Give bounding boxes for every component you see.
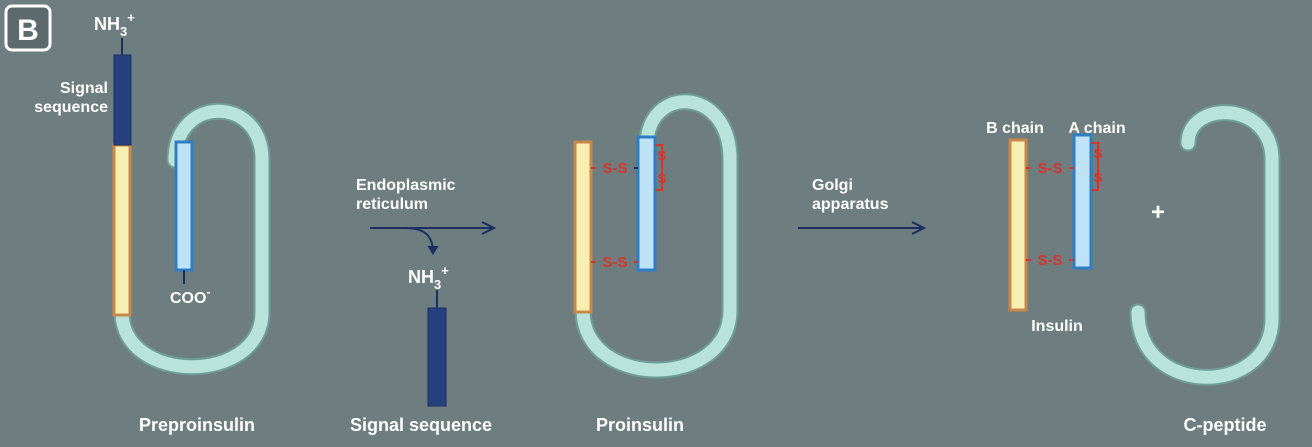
proinsulin-intra-s-bottom: S xyxy=(658,171,667,186)
preproinsulin-molecule: NH3+ Signal sequence COO- Preproinsulin xyxy=(34,10,271,435)
insulin-molecule: B chain A chain S-S S-S S S Insulin xyxy=(986,120,1126,335)
golgi-arrow-head xyxy=(911,221,927,235)
c-peptide-fragment: C-peptide xyxy=(1129,104,1281,435)
proinsulin-intra-s-top: S xyxy=(658,148,667,163)
b-chain-label: B chain xyxy=(986,120,1044,137)
proinsulin-a-chain-bar xyxy=(636,135,657,272)
golgi-label-line2: apparatus xyxy=(812,196,889,213)
n-terminus-label: NH3+ xyxy=(94,10,135,39)
er-branch-arrow-head xyxy=(427,245,439,255)
panel-letter: B xyxy=(17,14,39,47)
proinsulin-c-peptide-loop xyxy=(576,95,737,377)
proinsulin-label: Proinsulin xyxy=(596,415,684,435)
a-chain-label: A chain xyxy=(1068,120,1125,137)
proinsulin-intra-bracket xyxy=(655,144,663,191)
insulin-a-chain-bar xyxy=(1072,133,1093,270)
insulin-disulfide-2: S-S xyxy=(1037,252,1062,269)
er-arrow-head xyxy=(481,221,497,235)
preproinsulin-label: Preproinsulin xyxy=(139,415,255,435)
signal-sequence-label-line1: Signal xyxy=(60,80,108,97)
signal-sequence-label-line2: sequence xyxy=(34,99,108,116)
b-chain-bar xyxy=(112,143,132,317)
released-signal-sequence-bar xyxy=(427,307,447,407)
c-peptide-loop xyxy=(115,104,269,374)
signal-sequence-bar xyxy=(113,54,132,146)
plus-sign: + xyxy=(1151,199,1165,226)
insulin-disulfide-1: S-S xyxy=(1037,160,1062,177)
proinsulin-b-chain-bar xyxy=(573,140,593,314)
released-n-terminus-label: NH3+ xyxy=(408,263,449,292)
insulin-intra-bracket xyxy=(1091,142,1099,191)
panel-badge: B xyxy=(4,4,52,52)
c-peptide-fragment-outline xyxy=(1129,104,1281,386)
step-er: Endoplasmic reticulum NH3+ Signal sequen… xyxy=(350,177,497,435)
insulin-intra-s-bottom: S xyxy=(1094,170,1103,185)
proinsulin-molecule: S-S S-S S S Proinsulin xyxy=(573,93,739,435)
er-label-line1: Endoplasmic xyxy=(356,177,456,194)
c-terminus-label: COO- xyxy=(170,285,210,307)
proinsulin-disulfide-2: S-S xyxy=(602,254,627,271)
panel-badge-box xyxy=(4,4,52,52)
released-signal-sequence-label: Signal sequence xyxy=(350,415,492,435)
insulin-label: Insulin xyxy=(1031,318,1083,335)
insulin-b-chain-bar xyxy=(1008,138,1028,312)
proinsulin-disulfide-1: S-S xyxy=(602,160,627,177)
c-peptide-label: C-peptide xyxy=(1184,415,1267,435)
insulin-intra-s-top: S xyxy=(1094,146,1103,161)
step-golgi: Golgi apparatus xyxy=(798,177,927,235)
a-chain-bar xyxy=(174,140,194,272)
golgi-label-line1: Golgi xyxy=(812,177,853,194)
c-peptide-fragment-shape xyxy=(1131,106,1279,384)
er-label-line2: reticulum xyxy=(356,196,428,213)
